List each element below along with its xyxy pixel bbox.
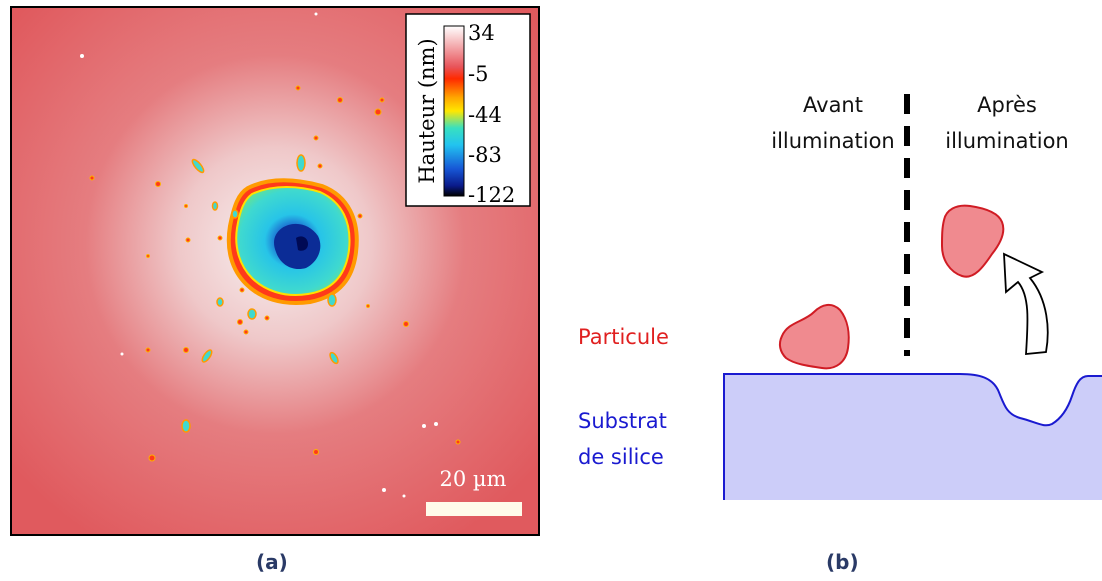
image-frame [10,6,540,536]
particle-after [940,204,1005,278]
colorbar-tick-minus44: -44 [468,103,502,127]
label-de-silice: de silice [578,445,664,469]
scalebar-label: 20 µm [440,467,507,491]
label-apres-illumination: illumination [945,129,1069,153]
label-avant-illumination: illumination [771,129,895,153]
debris-particles [181,154,339,433]
label-substrat: Substrat [578,409,667,433]
colorbar-scale [443,25,465,197]
label-particule: Particule [578,325,669,349]
colorbar-tick-34: 34 [468,21,495,45]
colorbar-title: Hauteur (nm) [415,38,439,183]
substrate-surface [723,373,1102,500]
caption-a: (a) [256,550,288,574]
colorbar-tick-minus5: -5 [468,62,488,86]
colorbar-tick-minus122: -122 [468,183,515,207]
label-avant: Avant [803,93,863,117]
scalebar [426,502,522,516]
afm-height-map: Hauteur (nm) 34 -5 -44 -83 -122 20 µm [10,6,540,536]
ejection-arrow [1003,252,1049,356]
bright-spots [80,12,438,498]
particle-before [778,304,850,370]
substrate [724,374,1102,500]
label-apres: Après [977,93,1037,117]
colorbar: Hauteur (nm) 34 -5 -44 -83 -122 [405,13,531,207]
caption-b: (b) [826,550,859,574]
colorbar-tick-minus83: -83 [468,143,502,167]
crater [226,178,359,305]
ejection-schematic: Avant illumination Après illumination Pa… [578,93,1102,500]
debris-dots [89,85,461,462]
